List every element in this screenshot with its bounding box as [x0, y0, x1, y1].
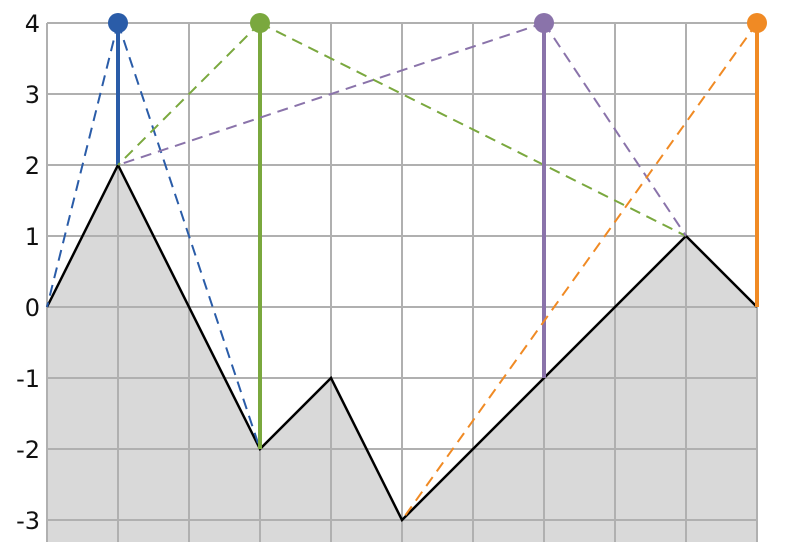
series-2-sight-line [259, 22, 687, 237]
terrain-fill [47, 165, 757, 542]
y-tick-label: -3 [16, 507, 40, 535]
y-tick-label: 0 [25, 294, 40, 322]
y-tick-labels: 4 3 2 1 0 -1 -2 -3 [16, 10, 40, 535]
series-4-sight-line [401, 22, 758, 521]
series-3-peak-marker [534, 13, 554, 33]
series-2-sight-line [117, 22, 261, 166]
y-tick-label: 2 [25, 152, 40, 180]
y-tick-label: -2 [16, 436, 40, 464]
series-1-sight-line [117, 22, 261, 450]
series-2-peak-marker [250, 13, 270, 33]
series-3-sight-line [543, 22, 687, 237]
series-4-peak-marker [747, 13, 767, 33]
y-tick-label: 3 [25, 81, 40, 109]
terrain-fill-layer [47, 165, 757, 542]
series-1-peak-marker [108, 13, 128, 33]
series-layer [46, 13, 767, 521]
y-tick-label: -1 [16, 365, 40, 393]
y-tick-label: 1 [25, 223, 40, 251]
series-1-sight-line [46, 22, 119, 308]
y-tick-label: 4 [25, 10, 40, 38]
series-3-sight-line [117, 22, 545, 166]
